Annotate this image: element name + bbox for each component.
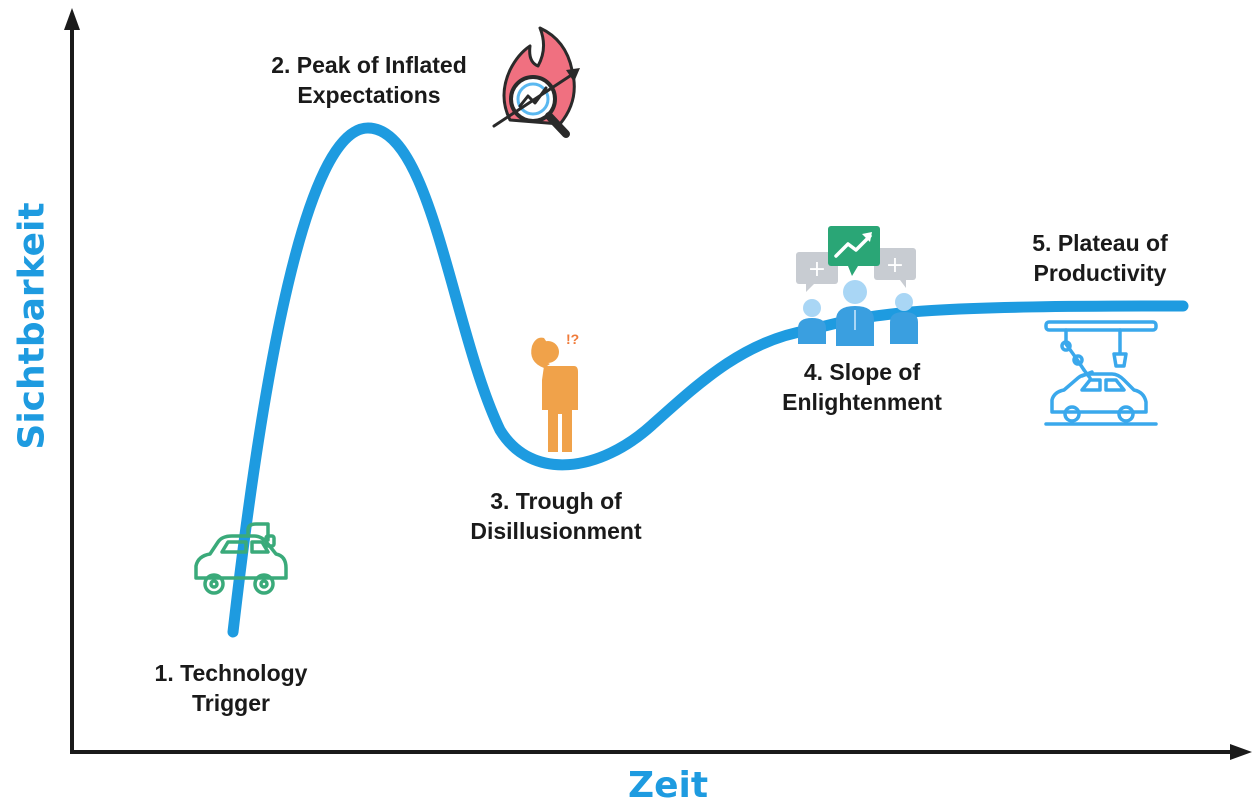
- stage-label-trough-of-disillusionment: 3. Trough of Disillusionment: [470, 486, 641, 546]
- stage-label-line: Expectations: [297, 82, 441, 108]
- svg-text:+: +: [886, 253, 904, 278]
- y-axis-arrow: [64, 8, 80, 30]
- stage-label-slope-of-enlightenment: 4. Slope of Enlightenment: [782, 357, 942, 417]
- svg-text:!?: !?: [566, 331, 579, 347]
- electric-car-icon: [194, 522, 288, 595]
- stage-label-line: Trigger: [192, 690, 270, 716]
- team-discussion-icon: + +: [796, 226, 918, 346]
- stage-label-technology-trigger: 1. Technology Trigger: [155, 658, 308, 718]
- axes: [64, 8, 1252, 760]
- stage-label-line: 1. Technology: [154, 660, 308, 686]
- confused-person-icon: !?: [531, 331, 579, 452]
- stage-label-line: 4. Slope of: [803, 359, 921, 385]
- stage-label-line: 2. Peak of Inflated: [271, 52, 467, 78]
- robot-car-assembly-icon: [1044, 320, 1158, 426]
- flame-magnifier-chart-icon: [492, 26, 580, 138]
- stage-label-plateau-of-productivity: 5. Plateau of Productivity: [1032, 228, 1167, 288]
- svg-text:+: +: [808, 257, 826, 282]
- x-axis-arrow: [1230, 744, 1252, 760]
- stage-label-line: Disillusionment: [470, 518, 642, 544]
- stage-label-line: 5. Plateau of: [1032, 230, 1168, 256]
- stage-label-line: Enlightenment: [782, 389, 942, 415]
- stage-label-peak-of-inflated-expectations: 2. Peak of Inflated Expectations: [271, 50, 467, 110]
- stage-label-line: Productivity: [1033, 260, 1167, 286]
- x-axis-label: Zeit: [627, 765, 709, 806]
- y-axis-label: Sichtbarkeit: [11, 202, 53, 450]
- stage-label-line: 3. Trough of: [490, 488, 622, 514]
- hype-curve: [227, 122, 1189, 638]
